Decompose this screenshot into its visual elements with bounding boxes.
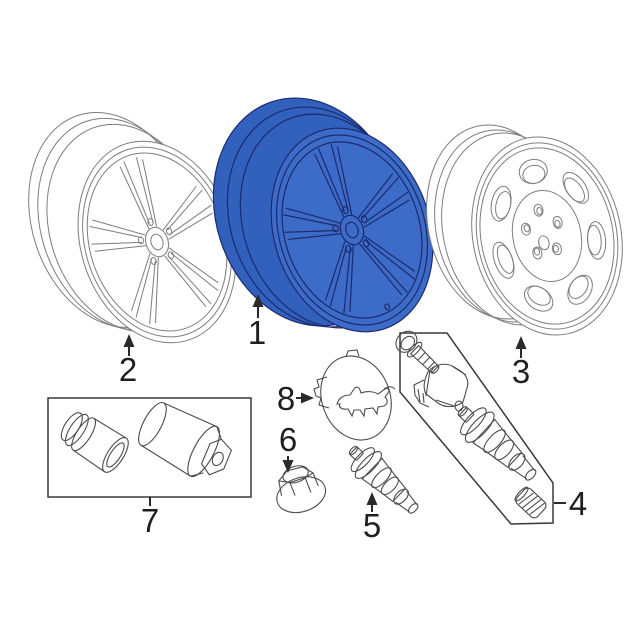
wheel-3-lug-nuts	[520, 200, 565, 262]
lug-nut-drawing	[268, 459, 330, 518]
part-3-arrow	[515, 336, 527, 349]
center-cap-clip-tab	[314, 377, 329, 408]
part-2-arrow	[123, 334, 135, 347]
part-2-callout: 2	[119, 334, 137, 388]
callouts: 1 2 3 4 5 6	[119, 294, 587, 544]
part-7-label: 7	[141, 502, 159, 539]
part-8-label: 8	[277, 380, 295, 417]
wheel-lock-key-socket	[131, 395, 239, 488]
part-1-arrow	[252, 294, 264, 307]
sensor-bolt	[392, 327, 445, 379]
part-3-callout: 3	[512, 336, 530, 390]
mustang-pony-icon	[337, 387, 395, 416]
part-6-label: 6	[279, 421, 297, 458]
center-cap-drawing	[309, 346, 402, 450]
part-2-label: 2	[119, 351, 137, 388]
wheel-lock-kit-box	[48, 395, 251, 497]
part-1-label: 1	[248, 314, 266, 351]
valve-cap	[512, 485, 548, 520]
wheel-3-vent-slots	[486, 147, 607, 316]
part-8-callout: 8	[277, 380, 314, 417]
part-6-arrow	[282, 460, 294, 473]
part-4-callout: 4	[554, 485, 587, 522]
wheel-1-spokes	[282, 126, 418, 317]
part-5-arrow	[366, 492, 378, 505]
center-cap-top-notch	[346, 350, 359, 357]
wheel-2-lug-holes	[137, 213, 176, 266]
tpms-sensor-body	[414, 364, 468, 411]
tpms-sensor-kit-box	[392, 327, 553, 524]
part-3-label: 3	[512, 353, 530, 390]
part-8-arrow	[301, 392, 314, 404]
part-6-callout: 6	[279, 421, 297, 473]
part-1-callout: 1	[248, 294, 266, 351]
part-5-label: 5	[363, 507, 381, 544]
wheel-3-spare-drawing	[409, 112, 640, 350]
wheel-1-highlighted-alloy-drawing	[185, 73, 459, 353]
wheel-1-lug-holes	[332, 201, 371, 255]
wheel-1-valve-hole	[384, 303, 390, 310]
part-5-callout: 5	[363, 492, 381, 544]
locking-lug-nut	[55, 406, 133, 476]
wheel-2-alternate-alloy-drawing	[2, 91, 261, 364]
valve-stem-drawing	[338, 435, 429, 524]
wheel-2-spokes	[88, 139, 222, 328]
part-4-label: 4	[569, 485, 587, 522]
part-7-callout: 7	[141, 497, 159, 539]
wheel-3-center-bore	[537, 235, 550, 251]
